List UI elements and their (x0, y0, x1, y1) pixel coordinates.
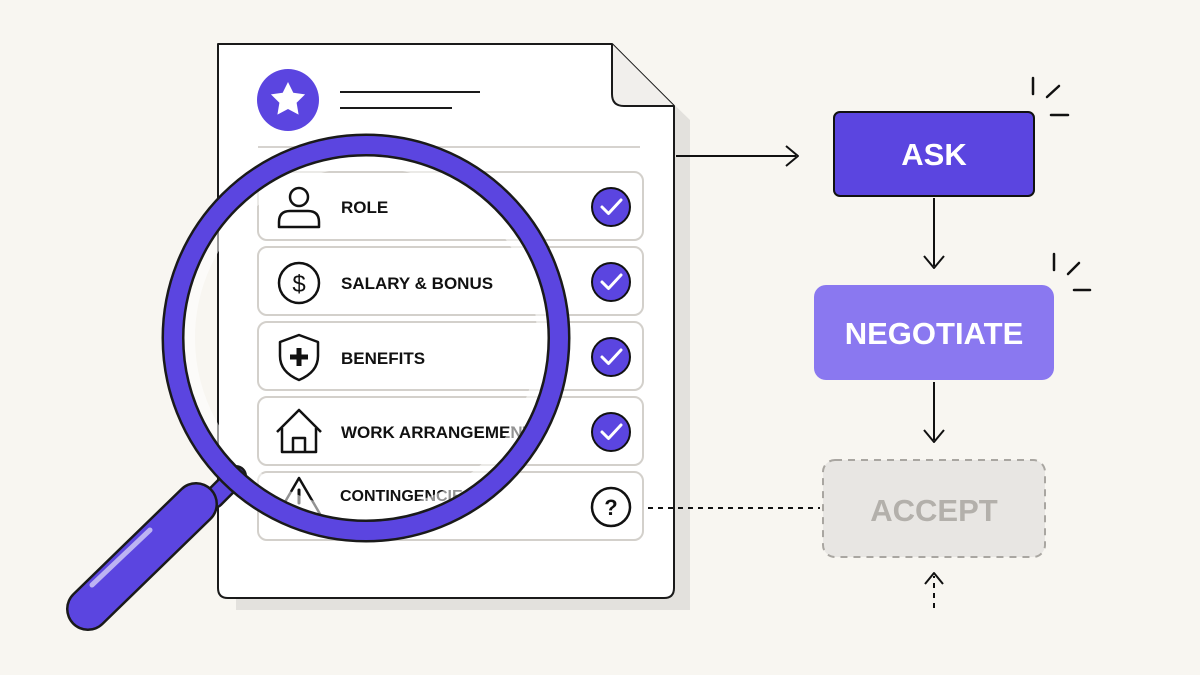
row-card (257, 321, 644, 391)
checklist: ROLE $ SALARY & BONUS (257, 171, 644, 541)
folded-corner (611, 44, 674, 107)
step-label: ASK (901, 137, 967, 172)
row-label: SALARY & BONUS (341, 274, 493, 293)
star-badge-icon (257, 69, 319, 131)
ask-to-negotiate-arrow (923, 198, 945, 269)
negotiate-to-accept-arrow (923, 382, 945, 443)
house-icon (276, 408, 322, 454)
check-circle-icon (591, 412, 631, 452)
check-circle-icon (591, 337, 631, 377)
dollar-coin-icon: $ (277, 261, 321, 305)
svg-text:?: ? (604, 495, 617, 520)
emphasis-marks (1052, 252, 1092, 292)
negotiate-step[interactable]: NEGOTIATE (814, 285, 1054, 380)
checklist-row[interactable]: ROLE (257, 171, 644, 241)
check-circle-icon (591, 187, 631, 227)
person-icon (277, 186, 321, 229)
row-label: WORK ARRANGEMENT (341, 423, 534, 442)
handle-highlight (89, 527, 153, 588)
step-label: NEGOTIATE (845, 316, 1024, 351)
emphasis-marks (1031, 76, 1070, 117)
magnifying-glass-icon (66, 133, 571, 631)
step-label: ACCEPT (870, 493, 998, 528)
row-label: BENEFITS (341, 349, 425, 368)
check-circle-icon (591, 262, 631, 302)
incoming-dashed-arrow (924, 572, 944, 608)
checklist-row[interactable]: WORK ARRANGEMENT (257, 396, 644, 466)
lens-glare (181, 153, 551, 523)
glass-rim (164, 136, 568, 540)
ask-step[interactable]: ASK (833, 111, 1035, 197)
checklist-row[interactable]: $ SALARY & BONUS (257, 246, 644, 316)
row-label: ROLE (341, 198, 388, 217)
svg-text:$: $ (292, 271, 305, 298)
shield-plus-icon (278, 333, 320, 382)
question-circle-icon: ? (590, 486, 632, 528)
checklist-row[interactable]: BENEFITS (257, 321, 644, 391)
flow: ASK NEGOTIATE ACCEPT (814, 76, 1092, 558)
accept-step[interactable]: ACCEPT (822, 459, 1046, 558)
document-to-ask-arrow (676, 145, 799, 167)
glass-handle (68, 484, 216, 629)
connectors (648, 145, 945, 608)
